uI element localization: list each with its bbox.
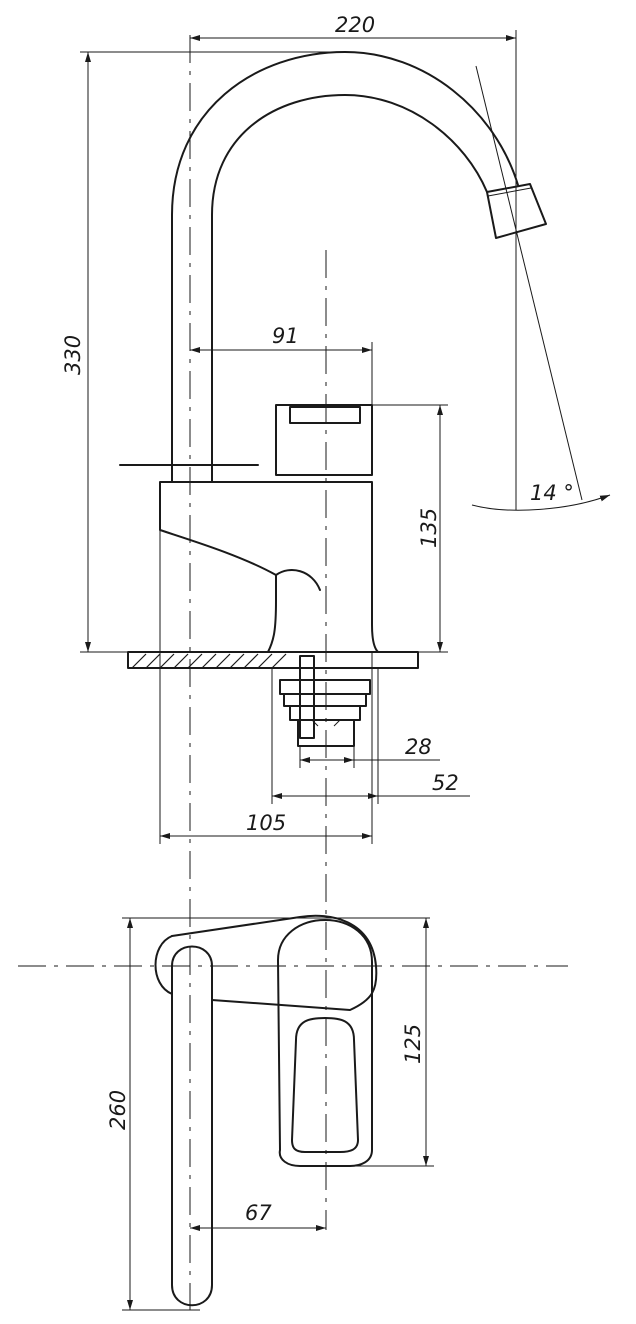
dim-fitting-inner: 28 [405,735,432,759]
top-spout-capsule [171,945,213,1307]
dim-body-height: 135 [417,508,441,548]
dim-base-width: 105 [246,811,286,835]
top-view: 260 125 67 [106,914,434,1311]
handle-cap-slot [289,406,361,424]
deck-hatching [131,653,287,669]
dim-top-offset: 67 [245,1201,272,1225]
dim-spout-angle: 14 ° [530,481,574,505]
spout-inner-contour [211,94,488,483]
top-handle-lever [277,919,373,1167]
dim-overall-height: 330 [61,335,85,375]
deck-plate [127,651,419,669]
dim-top-length: 260 [106,1090,130,1130]
dim-fitting-outer: 52 [432,771,459,795]
top-body-link [171,914,378,1011]
top-spout-base [154,935,173,995]
dim-overall-reach: 220 [335,13,375,37]
mounting-fitting [279,655,371,747]
faucet-body [159,481,379,653]
top-handle-grip [291,1017,359,1153]
side-view: 220 330 91 135 14 ° 28 52 [61,13,611,844]
spout-outer-contour [171,51,519,483]
dim-spout-to-handle: 91 [272,324,299,348]
center-lines [18,35,568,1310]
dim-top-handle-length: 125 [401,1024,425,1064]
